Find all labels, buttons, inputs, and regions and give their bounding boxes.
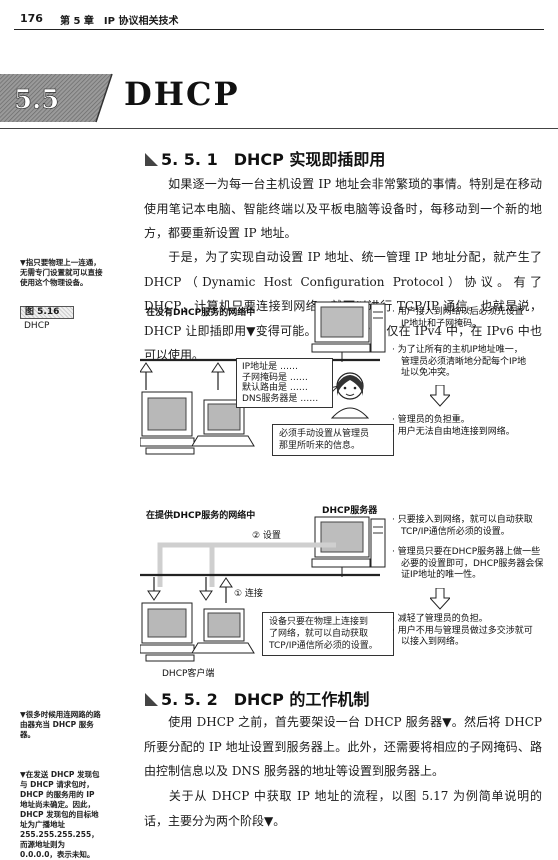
server-icon: [311, 301, 386, 353]
settings-bubble: IP地址是 …… 子网掩码是 …… 默认路由是 …… DNS服务器是 ……: [236, 358, 333, 408]
laptop-icon: [191, 399, 255, 447]
client-laptop-icon: [191, 608, 255, 654]
section-banner: 5.5: [0, 73, 113, 123]
figure-label: 图 5.16: [20, 306, 74, 319]
diagram-top-title: 在没有DHCP服务的网络中: [146, 308, 256, 318]
page-number: 176: [20, 12, 43, 25]
figure-name: DHCP: [24, 321, 50, 331]
setting-label: ② 设置: [252, 531, 281, 541]
client-desktop-icon: [140, 602, 195, 662]
desktop-pc-icon: [140, 391, 195, 455]
top-bullets-1: · 用户接入到网络以后必须先设置 IP地址和子网掩码。: [392, 307, 524, 329]
bottom-bullets-1: · 只要接入到网络，就可以自动获取 TCP/IP通信所必须的设置。: [392, 515, 533, 537]
manual-setting-note: 必须手动设置从管理员 那里所听来的信息。: [272, 424, 394, 456]
subsection-heading-1: 5. 5. 1 DHCP 实现即插即用: [145, 146, 385, 170]
dhcp-client-label: DHCP客户端: [162, 669, 215, 679]
bottom-bullets-3: · 减轻了管理员的负担。· 用户不用与管理员做过多交涉就可 以接入到网络。: [392, 614, 533, 647]
paragraph-4: 关于从 DHCP 中获取 IP 地址的流程，以图 5.17 为例简单说明的话，主…: [144, 789, 542, 828]
down-arrow-icon: [430, 588, 450, 610]
chapter-title: 第 5 章 IP 协议相关技术: [60, 16, 179, 27]
down-arrow-icon: [430, 385, 450, 407]
bottom-bullets-2: · 管理员只要在DHCP服务器上做一些 必要的设置即可，DHCP服务器会保 证I…: [392, 547, 544, 580]
section-number: 5.5: [14, 85, 59, 115]
auto-setting-note: 设备只要在物理上连接到 了网络，就可以自动获取 TCP/IP通信所必须的设置。: [262, 612, 394, 656]
section-title: DHCP: [124, 75, 240, 113]
paragraph-1: 如果逐一为每一台主机设置 IP 地址会非常繁琐的事情。特别是在移动使用笔记本电脑…: [144, 177, 542, 240]
dhcp-server-icon: [311, 516, 386, 568]
paragraph-3: 使用 DHCP 之前，首先要架设一台 DHCP 服务器▼。然后将 DHCP 所要…: [144, 715, 542, 778]
administrator-icon: [330, 372, 370, 419]
top-bullets-2: · 为了让所有的主机IP地址唯一， 管理员必须清晰地分配每个IP地 址以免冲突。: [392, 345, 527, 378]
diagram-top-drawing: [140, 301, 386, 455]
connect-label: ① 连接: [234, 589, 263, 599]
subsection-heading-2: 5. 5. 2 DHCP 的工作机制: [145, 686, 369, 710]
triangle-marker-icon: [145, 153, 158, 166]
dhcp-server-label: DHCP服务器: [322, 506, 378, 516]
diagram-bottom-drawing: [140, 516, 386, 662]
section-rule: [0, 128, 558, 129]
side-note-router: ▼很多时候用连网路的路由器充当 DHCP 服务器。: [20, 710, 101, 739]
header-rule: [14, 29, 544, 30]
diagram-bottom-title: 在提供DHCP服务的网络中: [146, 511, 256, 521]
side-note-broadcast: ▼在发送 DHCP 发现包与 DHCP 请求包时，DHCP 的服务用的 IP 地…: [20, 770, 100, 859]
side-note-plug-and-play: ▼指只要物理上一连通，无需专门设置就可以直接使用这个物理设备。: [20, 258, 103, 287]
top-bullets-3: · 管理员的负担重。· 用户无法自由地连接到网络。: [392, 415, 515, 437]
triangle-marker-icon: [145, 693, 158, 706]
